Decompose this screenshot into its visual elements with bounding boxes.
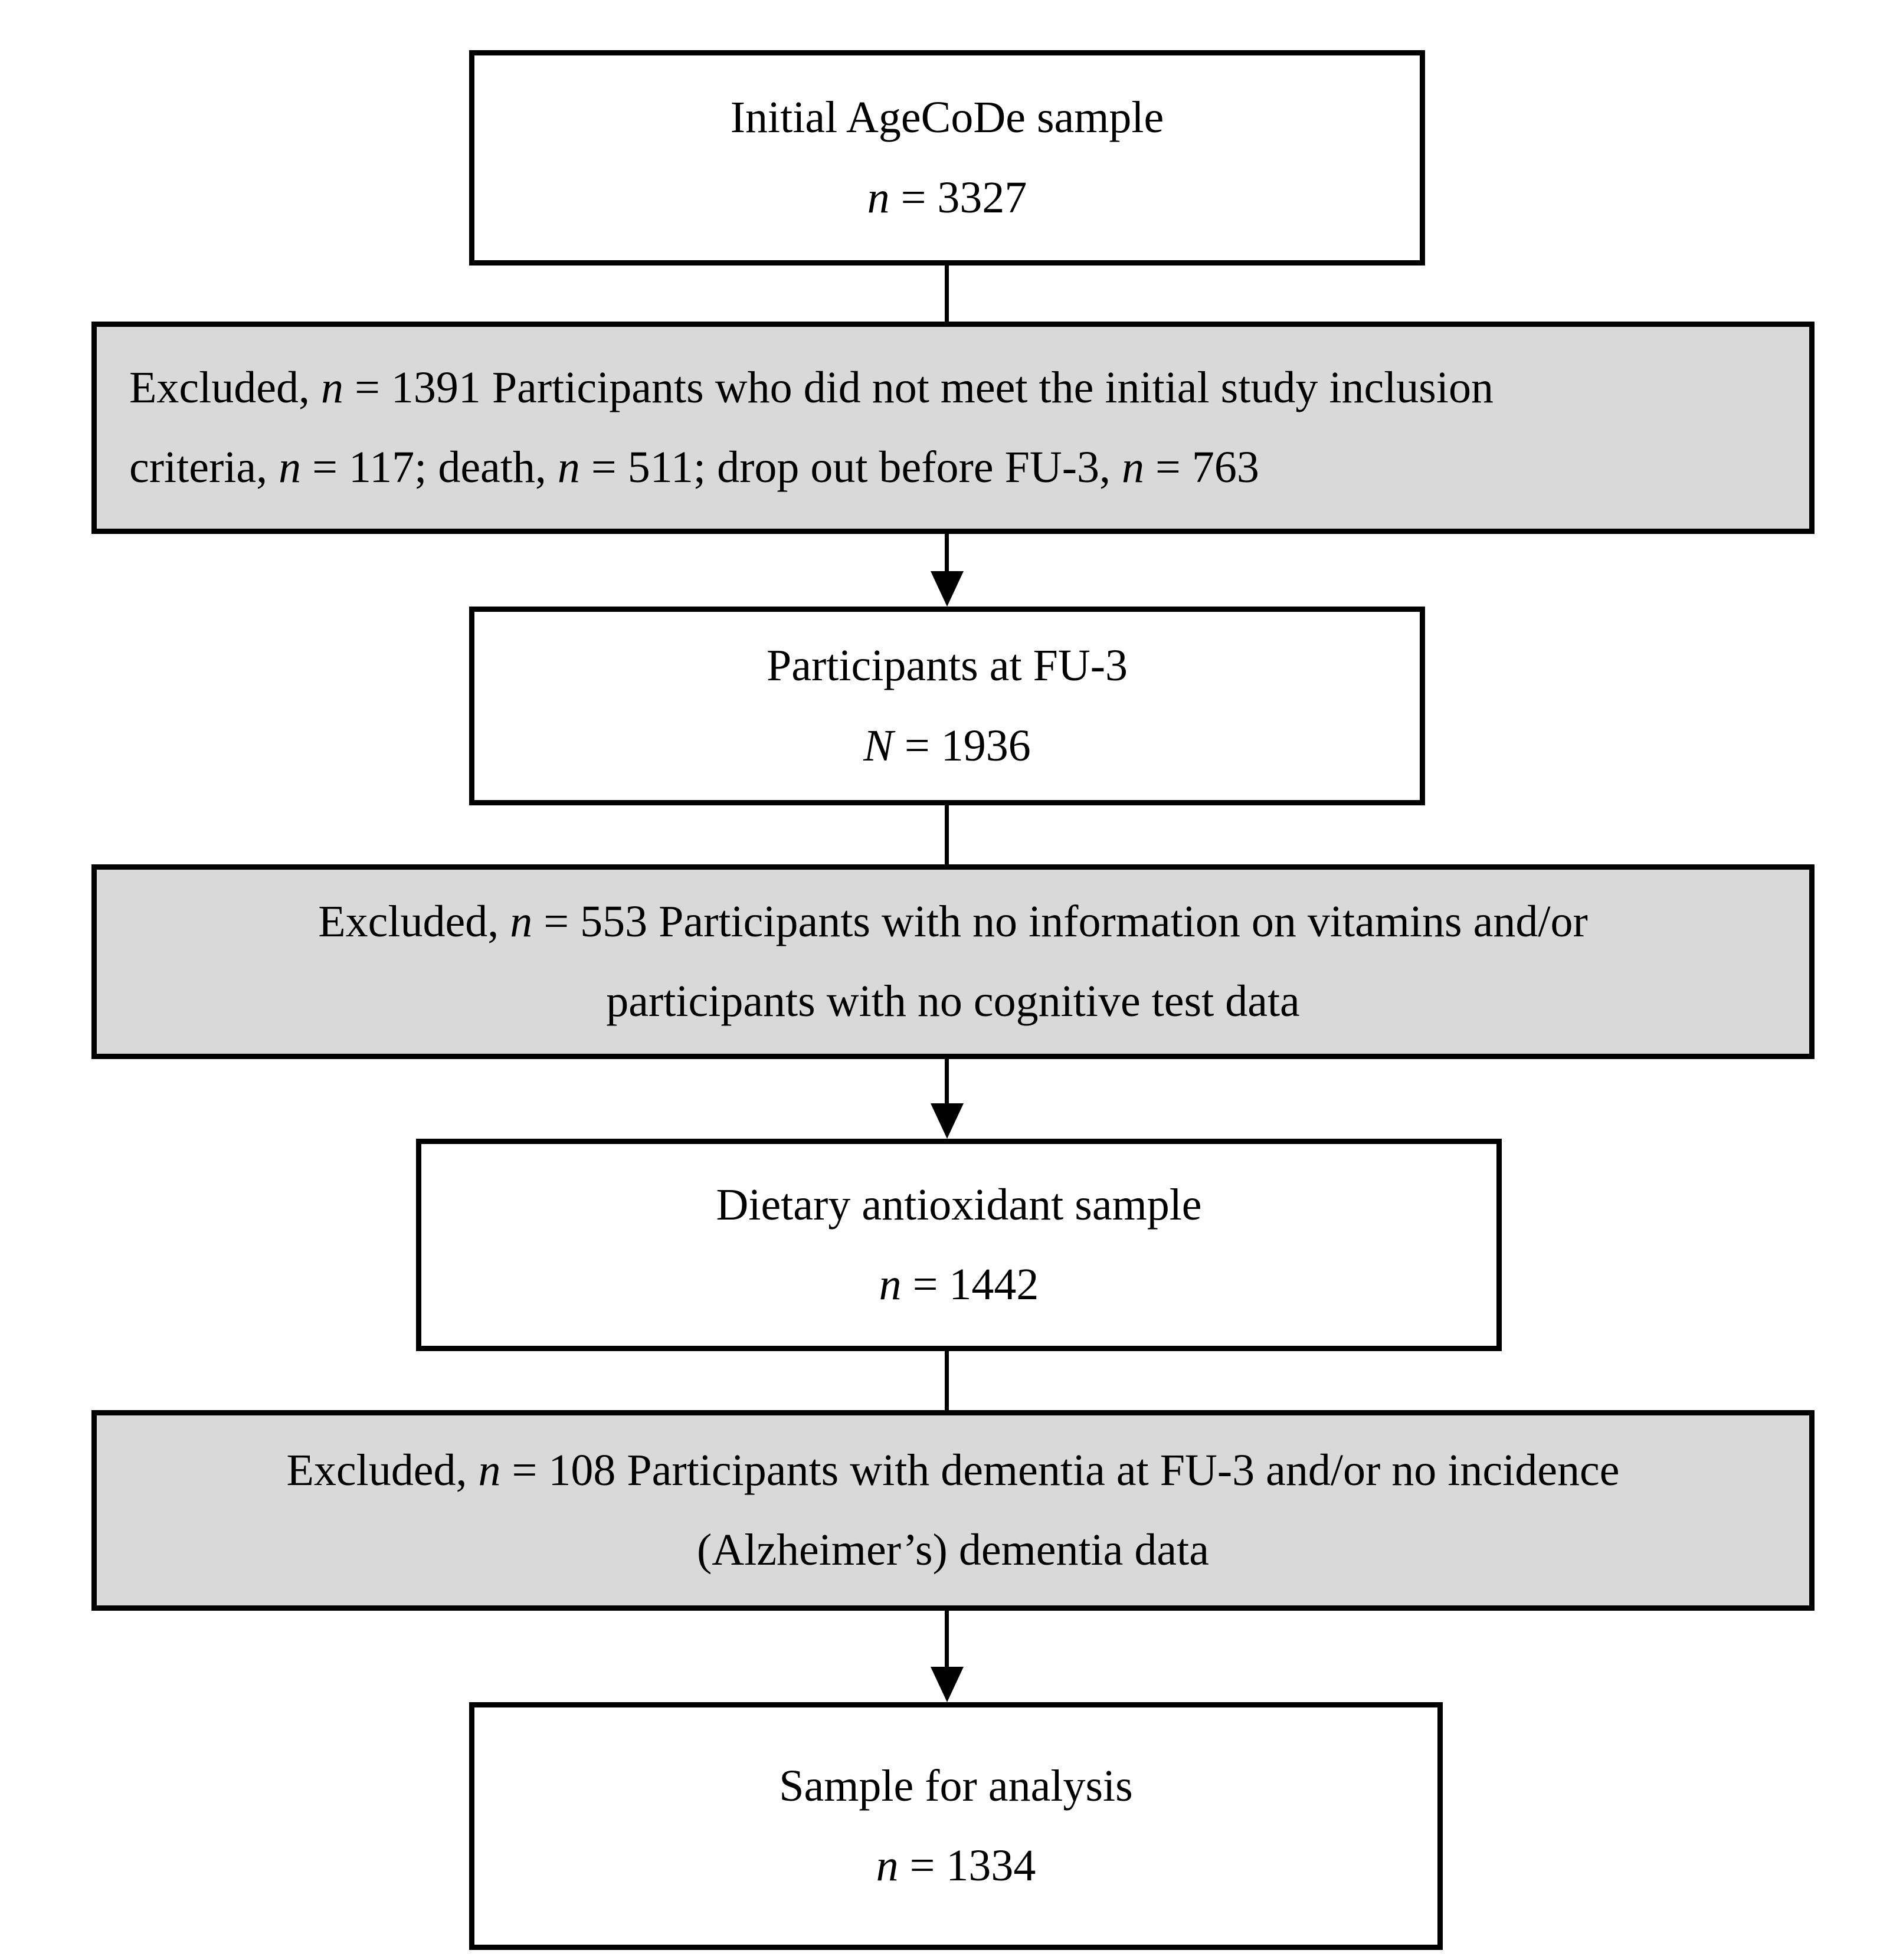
node-excluded-2-text-line2: participants with no cognitive test data <box>606 976 1300 1026</box>
node-analysis-sample-label: Sample for analysis <box>779 1761 1133 1811</box>
node-analysis-sample-count: n = 1334 <box>876 1841 1036 1890</box>
node-excluded-3: Excluded, n = 108 Participants with deme… <box>91 1410 1815 1611</box>
node-analysis-sample: Sample for analysis n = 1334 <box>469 1702 1443 1950</box>
connector-excluded1-to-fu3-line <box>945 534 949 575</box>
node-excluded-2: Excluded, n = 553 Participants with no i… <box>91 864 1815 1059</box>
node-fu3-sample: Participants at FU-3 N = 1936 <box>469 607 1425 805</box>
node-dietary-sample-count: n = 1442 <box>879 1260 1039 1309</box>
node-initial-sample-label: Initial AgeCoDe sample <box>730 93 1164 143</box>
arrowhead-down-icon <box>931 1103 964 1139</box>
node-fu3-sample-count: N = 1936 <box>863 720 1031 771</box>
connector-excluded2-to-dietary-line <box>945 1059 949 1106</box>
node-excluded-1-text-line2: criteria, n = 117; death, n = 511; drop … <box>129 443 1259 492</box>
node-fu3-sample-label: Participants at FU-3 <box>766 641 1128 691</box>
node-excluded-3-text-line2: (Alzheimer’s) dementia data <box>697 1525 1209 1575</box>
node-initial-sample-count: n = 3327 <box>867 172 1027 222</box>
connector-dietary-to-excluded3-line <box>945 1351 949 1410</box>
connector-fu3-to-excluded2-line <box>945 805 949 864</box>
node-excluded-3-text-line1: Excluded, n = 108 Participants with deme… <box>286 1445 1620 1495</box>
arrowhead-down-icon <box>931 1667 964 1702</box>
connector-initial-to-excluded1-line <box>945 266 949 322</box>
node-initial-sample: Initial AgeCoDe sample n = 3327 <box>469 50 1425 266</box>
arrowhead-down-icon <box>931 571 964 607</box>
connector-excluded3-to-analysis-line <box>945 1611 949 1670</box>
node-excluded-2-text-line1: Excluded, n = 553 Participants with no i… <box>318 896 1588 946</box>
node-excluded-1: Excluded, n = 1391 Participants who did … <box>91 322 1815 534</box>
node-dietary-sample-label: Dietary antioxidant sample <box>716 1179 1202 1230</box>
node-excluded-1-text-line1: Excluded, n = 1391 Participants who did … <box>129 362 1494 412</box>
node-dietary-sample: Dietary antioxidant sample n = 1442 <box>416 1139 1502 1351</box>
